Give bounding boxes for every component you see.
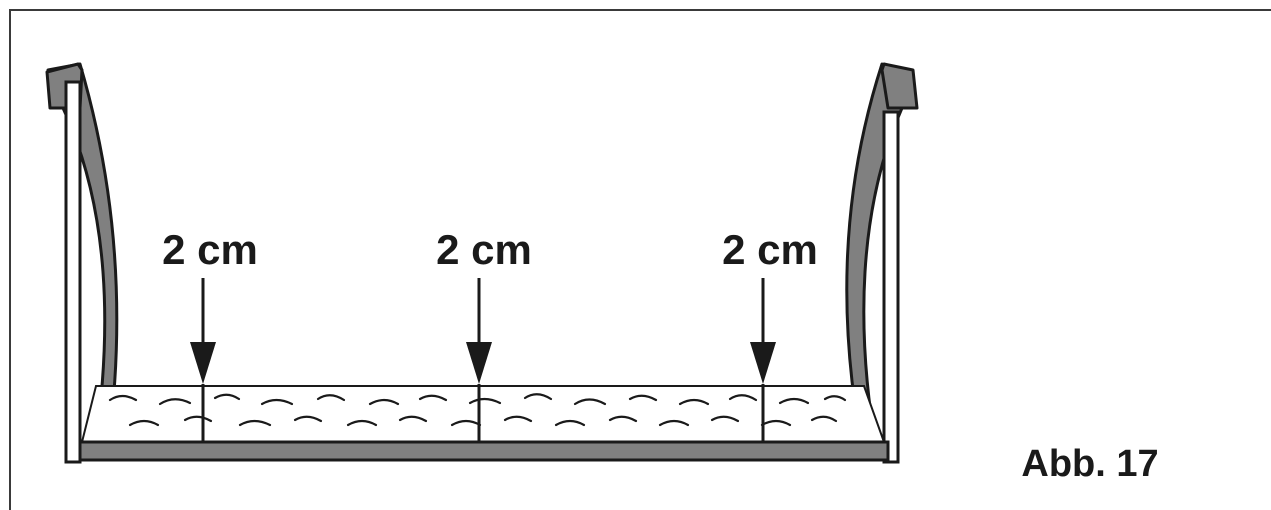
tray-floor: [78, 440, 890, 462]
figure-label: Abb. 17: [1021, 443, 1158, 485]
measurement-label: 2 cm: [162, 226, 258, 273]
bedding-texture: [108, 393, 847, 427]
arrowhead-icon: [750, 342, 776, 384]
tray-right-post: [882, 110, 900, 464]
measurement-label: 2 cm: [722, 226, 818, 273]
measurement-3: 2 cm: [722, 226, 818, 442]
measurement-2: 2 cm: [436, 226, 532, 442]
arrowhead-icon: [190, 342, 216, 384]
tray-right-lip: [880, 62, 919, 110]
arrowhead-icon: [466, 342, 492, 384]
tray-left-post: [64, 80, 82, 464]
measurement-label: 2 cm: [436, 226, 532, 273]
tray: [45, 62, 919, 464]
measurement-1: 2 cm: [162, 226, 258, 442]
frame-border: [9, 9, 1271, 510]
